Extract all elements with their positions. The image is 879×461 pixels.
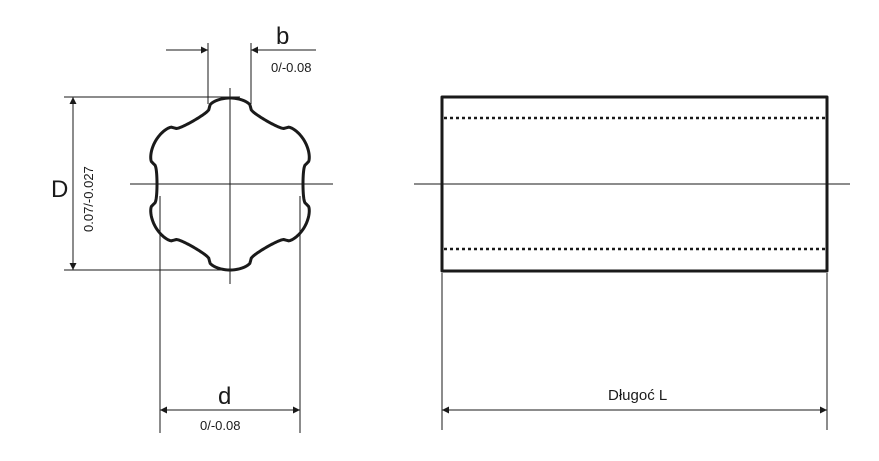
dimension-b: b 0/-0.08 — [166, 23, 316, 104]
dimension-d: d 0/-0.08 — [159, 196, 301, 433]
dimension-L: Długoć L — [441, 273, 828, 430]
length-label: Długoć L — [608, 387, 667, 404]
d-label: d — [218, 383, 231, 410]
D-tolerance: 0.07/-0.027 — [81, 166, 96, 232]
D-label: D — [51, 176, 68, 203]
side-view — [414, 95, 850, 273]
d-tolerance: 0/-0.08 — [200, 418, 240, 433]
b-label: b — [276, 23, 289, 50]
b-tolerance: 0/-0.08 — [271, 60, 311, 75]
dimension-D: D 0.07/-0.027 — [51, 96, 240, 271]
cross-section-view — [130, 88, 333, 284]
